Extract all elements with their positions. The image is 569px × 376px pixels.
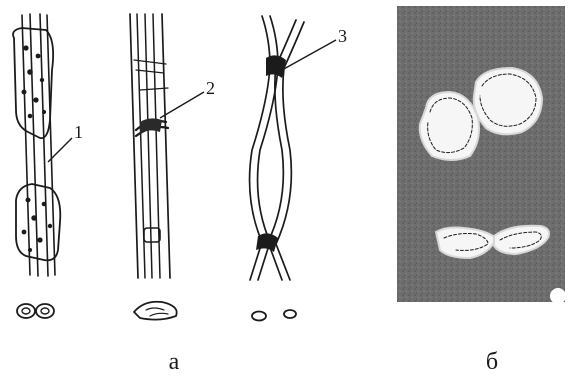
panel-a: 1 2 bbox=[13, 14, 347, 375]
caption-a: а bbox=[169, 349, 180, 375]
corner-mark bbox=[550, 288, 566, 304]
caption-b: б bbox=[486, 349, 498, 375]
callout-2-label: 2 bbox=[206, 78, 215, 98]
micrograph-background bbox=[397, 6, 565, 302]
fiber-2-drawing bbox=[130, 14, 177, 320]
fiber-1-drawing bbox=[13, 14, 60, 318]
fiber-cross-section-right bbox=[474, 68, 542, 134]
panel-b: б bbox=[397, 6, 566, 375]
callout-2-leader bbox=[160, 92, 204, 118]
fiber-cross-section-left bbox=[420, 92, 479, 160]
callout-3-label: 3 bbox=[338, 26, 347, 46]
callout-1-label: 1 bbox=[74, 122, 83, 142]
